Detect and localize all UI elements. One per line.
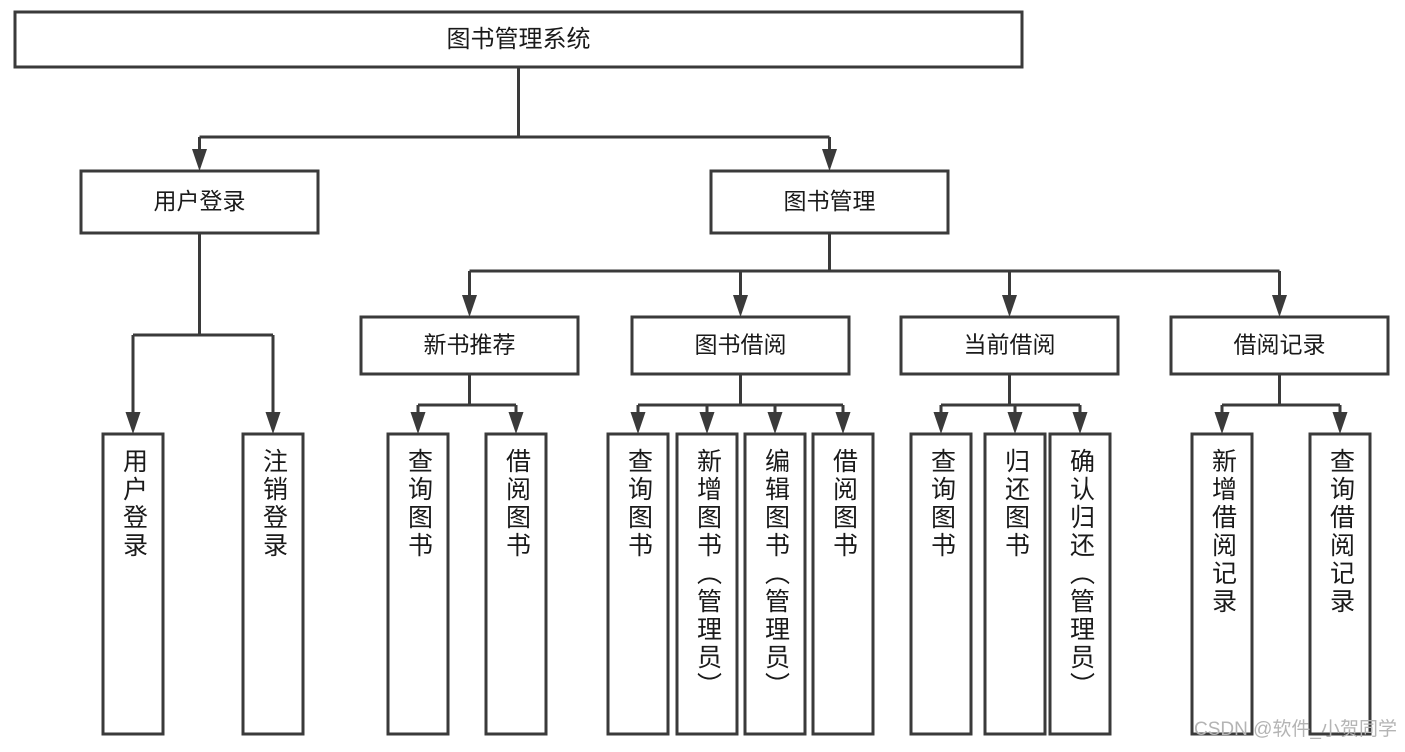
node-label-book-borrow: 图书借阅 bbox=[695, 332, 787, 358]
arrow-head-leaf-2-1 bbox=[699, 412, 715, 434]
arrow-head-leaf-0-1 bbox=[265, 412, 281, 434]
arrow-head-leaf-1-0 bbox=[410, 412, 426, 434]
boxes-layer bbox=[13, 10, 1390, 736]
arrow-head-leaf-3-1 bbox=[1007, 412, 1023, 434]
node-box-book-borrow[interactable] bbox=[630, 315, 851, 376]
arrow-head-l3-0 bbox=[462, 295, 477, 317]
arrow-head-leaf-3-2 bbox=[1072, 412, 1088, 434]
node-box-leaf-confirm-return-admin[interactable] bbox=[1048, 432, 1112, 736]
connectors-layer bbox=[125, 67, 1348, 434]
arrow-head-leaf-4-1 bbox=[1332, 412, 1348, 434]
arrow-head-leaf-2-0 bbox=[630, 412, 646, 434]
arrow-head-leaf-3-0 bbox=[933, 412, 949, 434]
node-box-leaf-borrow-book-recommend[interactable] bbox=[484, 432, 548, 736]
arrow-head-l3-3 bbox=[1272, 295, 1287, 317]
arrow-head-leaf-4-0 bbox=[1214, 412, 1230, 434]
node-box-leaf-add-book-admin[interactable] bbox=[675, 432, 739, 736]
arrow-head-l2-0 bbox=[192, 149, 207, 171]
node-box-borrow-record[interactable] bbox=[1169, 315, 1390, 376]
arrow-head-l3-2 bbox=[1002, 295, 1017, 317]
node-box-leaf-query-book-recommend[interactable] bbox=[386, 432, 450, 736]
node-box-leaf-return-book[interactable] bbox=[983, 432, 1047, 736]
node-box-leaf-user-login[interactable] bbox=[101, 432, 165, 736]
node-box-leaf-logout-login[interactable] bbox=[241, 432, 305, 736]
node-label-borrow-record: 借阅记录 bbox=[1234, 332, 1326, 358]
node-box-root[interactable] bbox=[13, 10, 1024, 69]
node-label-current-borrow: 当前借阅 bbox=[964, 332, 1056, 358]
node-label-root: 图书管理系统 bbox=[447, 26, 591, 53]
arrow-head-leaf-2-3 bbox=[835, 412, 851, 434]
arrow-head-l3-1 bbox=[733, 295, 748, 317]
node-box-current-borrow[interactable] bbox=[899, 315, 1120, 376]
node-box-new-book-recommend[interactable] bbox=[359, 315, 580, 376]
node-label-user-login: 用户登录 bbox=[154, 188, 246, 214]
node-box-leaf-borrow-book[interactable] bbox=[811, 432, 875, 736]
node-label-book-manage: 图书管理 bbox=[784, 188, 876, 214]
node-box-leaf-query-book-borrow[interactable] bbox=[606, 432, 670, 736]
arrow-head-l2-1 bbox=[822, 149, 837, 171]
arrow-head-leaf-1-1 bbox=[508, 412, 524, 434]
node-label-new-book-recommend: 新书推荐 bbox=[424, 332, 516, 358]
arrow-head-leaf-0-0 bbox=[125, 412, 141, 434]
node-box-book-manage[interactable] bbox=[709, 169, 950, 235]
node-box-leaf-edit-book-admin[interactable] bbox=[743, 432, 807, 736]
arrow-head-leaf-2-2 bbox=[767, 412, 783, 434]
node-box-leaf-add-borrow-record[interactable] bbox=[1190, 432, 1254, 736]
node-box-leaf-query-borrow-record[interactable] bbox=[1308, 432, 1372, 736]
node-box-user-login[interactable] bbox=[79, 169, 320, 235]
node-box-leaf-query-book-current[interactable] bbox=[909, 432, 973, 736]
